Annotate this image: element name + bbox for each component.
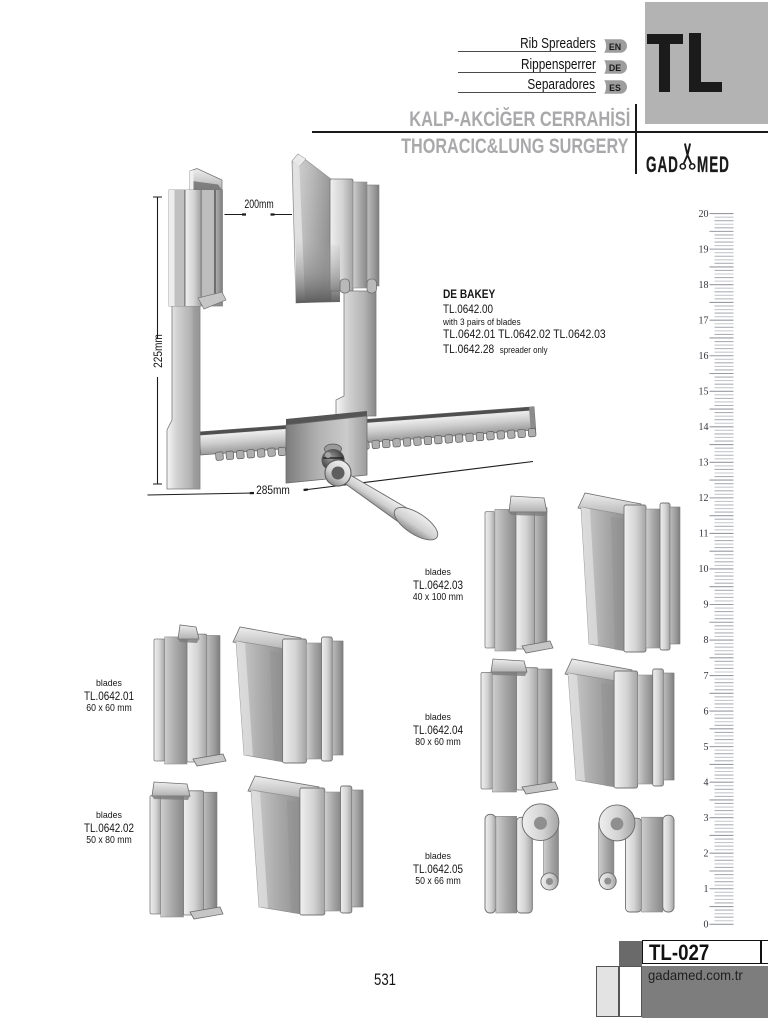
svg-text:9: 9	[704, 600, 709, 611]
svg-text:1: 1	[704, 884, 709, 895]
svg-text:12: 12	[699, 493, 709, 504]
svg-text:19: 19	[699, 244, 709, 255]
svg-text:DE: DE	[609, 63, 621, 73]
svg-text:ES: ES	[609, 83, 621, 93]
svg-text:3: 3	[704, 813, 709, 824]
svg-text:18: 18	[699, 280, 709, 291]
svg-text:14: 14	[699, 422, 709, 433]
svg-text:4: 4	[704, 777, 709, 788]
svg-text:0: 0	[704, 920, 709, 931]
svg-text:7: 7	[704, 671, 709, 682]
svg-text:20: 20	[699, 209, 709, 220]
svg-text:5: 5	[704, 742, 709, 753]
svg-text:13: 13	[699, 458, 709, 469]
svg-text:6: 6	[704, 706, 709, 717]
svg-text:15: 15	[699, 387, 709, 398]
svg-text:10: 10	[699, 564, 709, 575]
svg-text:EN: EN	[609, 42, 621, 52]
svg-text:8: 8	[704, 635, 709, 646]
svg-text:2: 2	[704, 848, 709, 859]
svg-text:16: 16	[699, 351, 709, 362]
svg-text:11: 11	[699, 529, 709, 540]
svg-text:17: 17	[699, 315, 709, 326]
